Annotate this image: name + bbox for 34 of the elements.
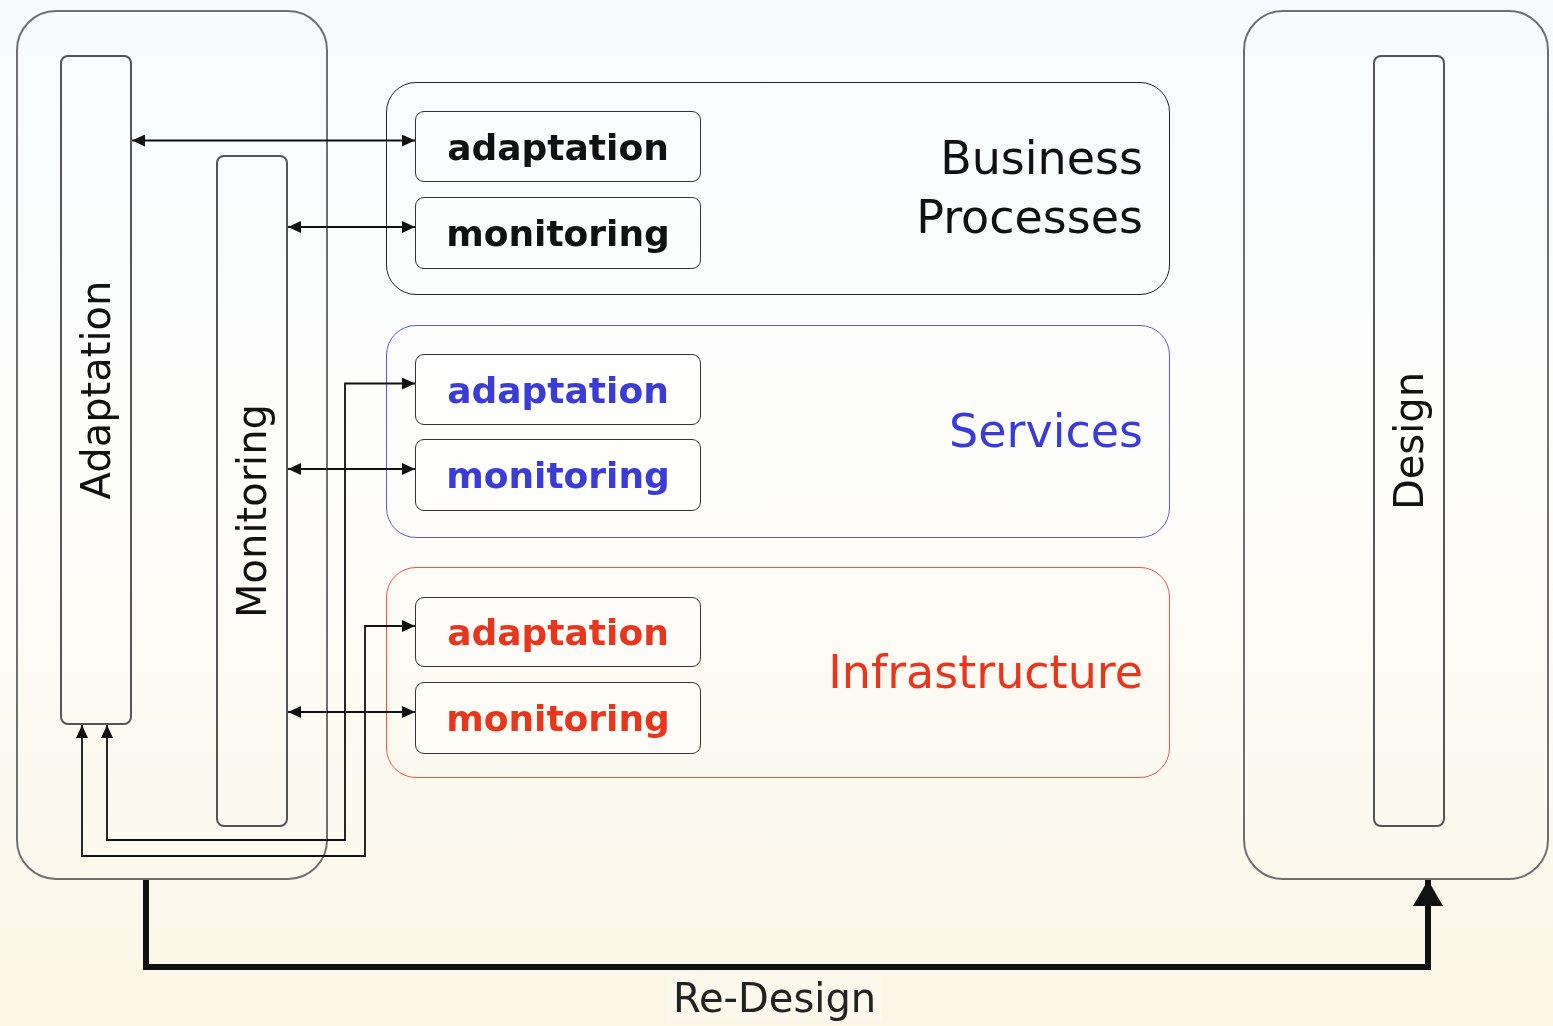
process-box <box>415 597 701 667</box>
process-box <box>415 439 701 511</box>
process-box <box>415 354 701 425</box>
double-arrow <box>287 221 416 233</box>
thick-arrow <box>143 880 1443 970</box>
layer-title: Business Processes <box>915 129 1143 247</box>
box-label: monitoring <box>446 212 670 254</box>
double-arrow <box>287 463 416 475</box>
box-label: adaptation <box>447 126 669 167</box>
double-arrow <box>76 620 416 857</box>
container-box <box>1243 10 1549 880</box>
double-arrow <box>287 706 416 718</box>
box-label: adaptation <box>447 369 669 410</box>
bar-label: Monitoring <box>229 404 275 618</box>
box-label: monitoring <box>446 454 670 496</box>
process-box <box>415 197 701 269</box>
edge-label: Re-Design <box>667 975 883 1021</box>
double-arrow <box>131 134 416 147</box>
vertical-bar <box>60 55 132 725</box>
layer-box <box>386 325 1170 538</box>
box-label: adaptation <box>447 611 669 653</box>
container-box <box>16 10 328 880</box>
box-label: monitoring <box>446 697 670 739</box>
layer-title: Services <box>948 402 1143 460</box>
process-box <box>415 682 701 754</box>
process-box <box>415 111 701 182</box>
vertical-bar <box>1373 55 1445 827</box>
bar-label: Adaptation <box>73 280 119 500</box>
bar-label: Design <box>1386 371 1432 511</box>
double-arrow <box>101 377 416 841</box>
layer-box <box>386 567 1170 778</box>
layer-title: Infrastructure <box>827 643 1143 701</box>
vertical-bar <box>216 155 288 827</box>
layer-box <box>386 82 1170 295</box>
